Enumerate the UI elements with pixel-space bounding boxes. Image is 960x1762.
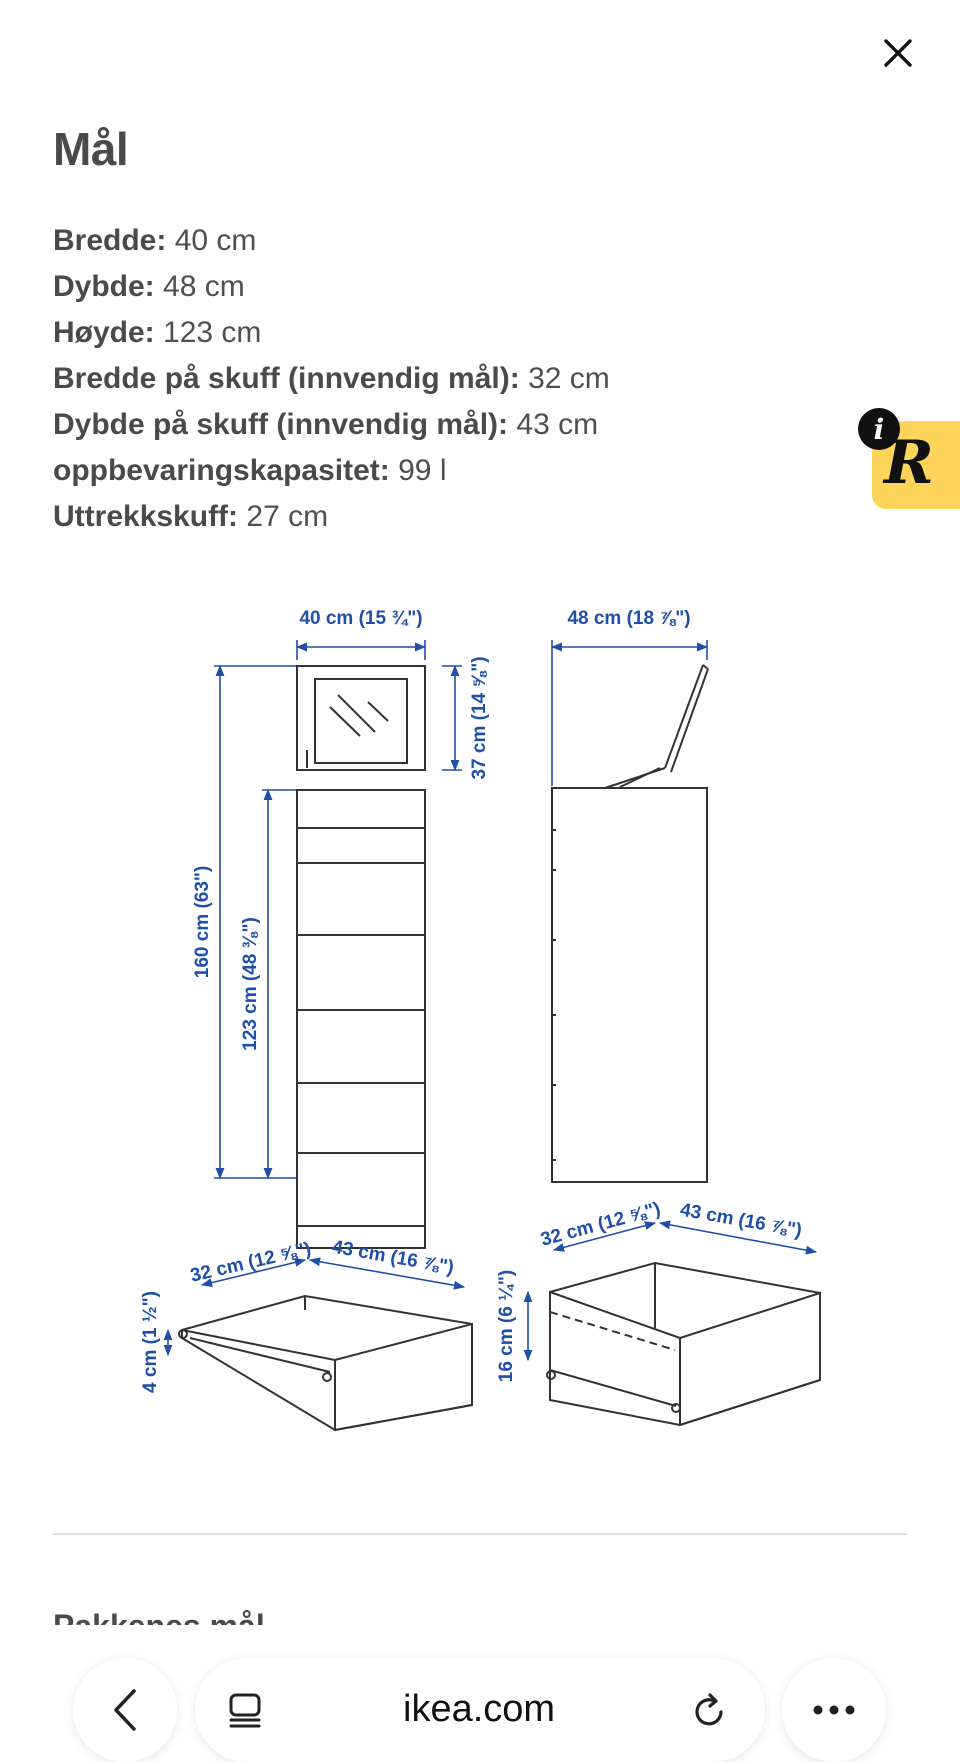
package-dimensions-heading[interactable]: Pakkenes mål bbox=[53, 1607, 265, 1625]
spec-value: 99 l bbox=[398, 454, 447, 487]
close-button[interactable] bbox=[868, 26, 928, 80]
spec-value: 48 cm bbox=[163, 270, 245, 303]
small-drawer-width-label: 32 cm (12 ⅝") bbox=[188, 1239, 313, 1287]
info-icon[interactable]: i bbox=[858, 408, 900, 450]
reload-icon[interactable] bbox=[689, 1692, 729, 1732]
spec-value: 40 cm bbox=[174, 224, 257, 257]
spec-drawer-width: Bredde på skuff (innvendig mål): 32 cm bbox=[53, 356, 610, 402]
spec-label: Dybde: bbox=[53, 270, 155, 303]
page-title: Mål bbox=[53, 123, 129, 175]
front-view bbox=[296, 665, 426, 1249]
spec-value: 123 cm bbox=[163, 316, 262, 349]
spec-storage-capacity: oppbevaringskapasitet: 99 l bbox=[53, 448, 610, 494]
front-width-label: 40 cm (15 ¾") bbox=[299, 608, 422, 629]
more-icon bbox=[813, 1705, 855, 1715]
dimension-lines bbox=[163, 640, 818, 1362]
spec-label: Bredde på skuff (innvendig mål): bbox=[53, 362, 520, 395]
tabs-icon[interactable] bbox=[227, 1692, 263, 1728]
spec-label: Uttrekkskuff: bbox=[53, 500, 239, 533]
spec-drawer-depth: Dybde på skuff (innvendig mål): 43 cm bbox=[53, 402, 610, 448]
spec-value: 43 cm bbox=[516, 408, 599, 441]
large-drawer-illustration bbox=[546, 1261, 821, 1427]
close-icon bbox=[884, 39, 912, 67]
dimension-diagram: 40 cm (15 ¾") 48 cm (18 ⅞") 37 cm (14 ⅝"… bbox=[140, 608, 821, 1432]
small-drawer-illustration bbox=[178, 1294, 473, 1432]
side-view bbox=[551, 664, 709, 1183]
spec-label: Høyde: bbox=[53, 316, 155, 349]
large-drawer-height-label: 16 cm (6 ¼") bbox=[496, 1270, 517, 1383]
large-drawer-depth-label: 43 cm (16 ⅞") bbox=[679, 1200, 804, 1242]
back-button[interactable] bbox=[73, 1658, 177, 1762]
section-divider bbox=[53, 1533, 907, 1535]
spec-value: 32 cm bbox=[528, 362, 610, 395]
browser-toolbar: ikea.com bbox=[0, 1648, 960, 1762]
spec-pullout-drawer: Uttrekkskuff: 27 cm bbox=[53, 494, 610, 540]
address-bar[interactable]: ikea.com bbox=[195, 1658, 765, 1762]
more-button[interactable] bbox=[782, 1658, 886, 1762]
spec-depth: Dybde: 48 cm bbox=[53, 264, 610, 310]
spec-value: 27 cm bbox=[246, 500, 329, 533]
spec-label: Dybde på skuff (innvendig mål): bbox=[53, 408, 509, 441]
mirror-height-label: 37 cm (14 ⅝") bbox=[469, 656, 490, 779]
spec-width: Bredde: 40 cm bbox=[53, 218, 610, 264]
body-height-label: 123 cm (48 ⅜") bbox=[240, 917, 261, 1051]
spec-height: Høyde: 123 cm bbox=[53, 310, 610, 356]
spec-label: oppbevaringskapasitet: bbox=[53, 454, 390, 487]
total-height-label: 160 cm (63") bbox=[192, 866, 213, 979]
url-text: ikea.com bbox=[403, 1688, 556, 1730]
small-drawer-depth-label: 43 cm (16 ⅞") bbox=[331, 1237, 456, 1279]
large-drawer-width-label: 32 cm (12 ⅝") bbox=[538, 1199, 662, 1251]
side-depth-label: 48 cm (18 ⅞") bbox=[567, 608, 690, 629]
back-icon bbox=[114, 1689, 136, 1731]
dimension-list: Bredde: 40 cm Dybde: 48 cm Høyde: 123 cm… bbox=[53, 218, 610, 540]
spec-label: Bredde: bbox=[53, 224, 167, 257]
small-drawer-height-label: 4 cm (1 ½") bbox=[140, 1291, 161, 1393]
